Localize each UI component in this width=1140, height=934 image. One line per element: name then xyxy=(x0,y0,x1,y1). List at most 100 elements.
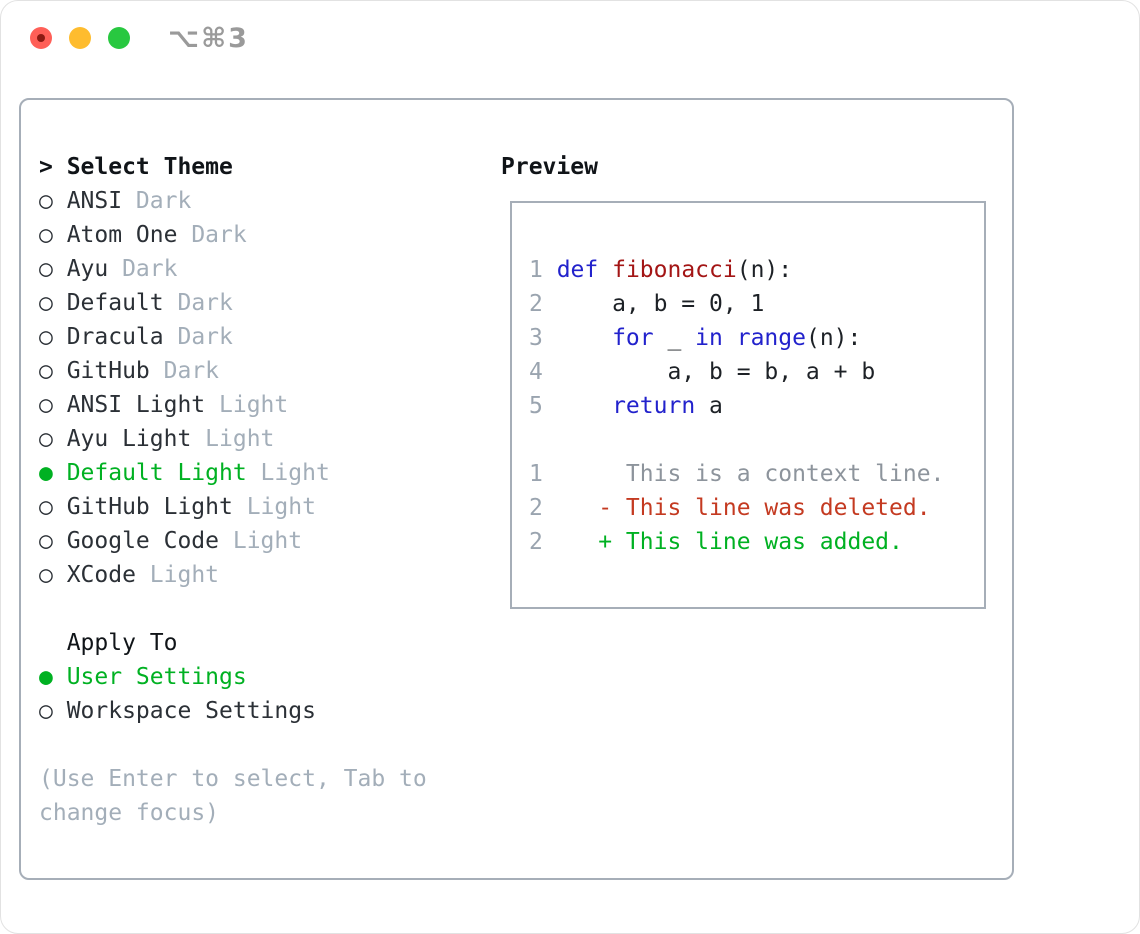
theme-variant-label: Dark xyxy=(149,358,220,384)
theme-variant-label: Dark xyxy=(108,256,178,282)
theme-option-default-light[interactable]: ● Default Light Light xyxy=(39,456,463,490)
radio-icon: ○ xyxy=(39,188,53,214)
traffic-lights xyxy=(30,27,130,49)
radio-icon: ○ xyxy=(39,222,53,248)
spacer xyxy=(39,592,463,626)
preview-title: Preview xyxy=(501,154,598,180)
code-token: in xyxy=(695,325,723,351)
spacer xyxy=(39,728,463,762)
apply-option-label: Workspace Settings xyxy=(66,698,316,724)
line-number: 2 xyxy=(529,291,543,317)
theme-variant-label: Dark xyxy=(122,188,192,214)
theme-variant-label: Light xyxy=(232,494,316,520)
focus-caret-icon: > xyxy=(39,154,53,180)
code-line-5: 5 return a xyxy=(529,389,984,423)
line-number: 1 xyxy=(529,257,543,283)
apply-to-title: Apply To xyxy=(66,630,178,656)
code-token: + This line was added. xyxy=(556,529,903,555)
theme-option-ansi[interactable]: ○ ANSI Dark xyxy=(39,184,463,218)
theme-option-ayu[interactable]: ○ Ayu Dark xyxy=(39,252,463,286)
radio-selected-icon: ● xyxy=(39,664,53,690)
code-token xyxy=(723,325,737,351)
theme-option-label: XCode xyxy=(66,562,136,588)
radio-icon: ○ xyxy=(39,290,53,316)
code-token: (n): xyxy=(805,325,862,351)
code-token: a xyxy=(695,393,723,419)
radio-selected-icon: ● xyxy=(39,460,53,486)
minimize-button[interactable] xyxy=(69,27,91,49)
radio-icon: ○ xyxy=(39,256,53,282)
radio-icon: ○ xyxy=(39,528,53,554)
theme-option-label: Default Light xyxy=(66,460,247,486)
line-number: 4 xyxy=(529,359,543,385)
code-token: fibonacci xyxy=(612,257,737,283)
theme-option-label: GitHub xyxy=(66,358,150,384)
code-token xyxy=(557,393,612,419)
theme-variant-label: Dark xyxy=(177,222,247,248)
theme-variant-label: Dark xyxy=(163,324,233,350)
code-token xyxy=(598,257,612,283)
theme-option-label: ANSI xyxy=(66,188,123,214)
radio-icon: ○ xyxy=(39,392,53,418)
code-token: a, b = 0, 1 xyxy=(556,291,765,317)
code-token: a, b = b, a + b xyxy=(556,359,876,385)
apply-option-user-settings[interactable]: ● User Settings xyxy=(39,660,463,694)
radio-icon: ○ xyxy=(39,324,53,350)
code-token: range xyxy=(736,325,806,351)
theme-option-github-light[interactable]: ○ GitHub Light Light xyxy=(39,490,463,524)
theme-option-github[interactable]: ○ GitHub Dark xyxy=(39,354,463,388)
select-theme-title: Select Theme xyxy=(66,154,233,180)
diff-added-line: 2 + This line was added. xyxy=(529,525,984,559)
theme-option-label: Google Code xyxy=(66,528,220,554)
theme-option-label: Ayu Light xyxy=(66,426,192,452)
code-token: _ xyxy=(653,325,696,351)
theme-variant-label: Light xyxy=(219,528,303,554)
theme-option-label: Default xyxy=(66,290,164,316)
theme-option-label: Atom One xyxy=(66,222,178,248)
blank-line xyxy=(529,423,984,457)
theme-option-label: Dracula xyxy=(66,324,164,350)
apply-to-header: Apply To xyxy=(39,626,463,660)
line-number: 3 xyxy=(529,325,543,351)
code-token: This is a context line. xyxy=(556,461,945,487)
theme-option-google-code[interactable]: ○ Google Code Light xyxy=(39,524,463,558)
theme-option-ayu-light[interactable]: ○Ayu Light Light xyxy=(39,422,463,456)
code-token: - This line was deleted. xyxy=(556,495,931,521)
theme-variant-label: Dark xyxy=(163,290,233,316)
close-button[interactable] xyxy=(30,27,52,49)
window-title: ⌥⌘3 xyxy=(168,23,249,54)
radio-icon: ○ xyxy=(39,562,53,588)
code-line-2: 2 a, b = 0, 1 xyxy=(529,287,984,321)
theme-option-ansi-light[interactable]: ○ANSI Light Light xyxy=(39,388,463,422)
radio-icon: ○ xyxy=(39,358,53,384)
radio-icon: ○ xyxy=(39,494,53,520)
theme-option-default[interactable]: ○ Default Dark xyxy=(39,286,463,320)
apply-option-label: User Settings xyxy=(66,664,247,690)
line-number: 2 xyxy=(529,529,543,555)
diff-context-line: 1 This is a context line. xyxy=(529,457,984,491)
theme-option-xcode[interactable]: ○XCode Light xyxy=(39,558,463,592)
line-number: 2 xyxy=(529,495,543,521)
theme-option-atom-one[interactable]: ○ Atom One Dark xyxy=(39,218,463,252)
keyboard-hint: (Use Enter to select, Tab to change focu… xyxy=(39,766,441,826)
code-token xyxy=(557,325,612,351)
radio-icon: ○ xyxy=(39,698,53,724)
theme-option-label: Ayu xyxy=(66,256,109,282)
code-token: (n): xyxy=(736,257,793,283)
zoom-button[interactable] xyxy=(108,27,130,49)
code-line-3: 3 for _ in range(n): xyxy=(529,321,984,355)
apply-option-workspace-settings[interactable]: ○ Workspace Settings xyxy=(39,694,463,728)
apply-to-options-list: ● User Settings ○ Workspace Settings xyxy=(39,660,463,728)
code-token: return xyxy=(612,393,696,419)
theme-option-dracula[interactable]: ○ Dracula Dark xyxy=(39,320,463,354)
theme-option-label: GitHub Light xyxy=(66,494,233,520)
code-token: for xyxy=(612,325,654,351)
theme-options-list: ○ ANSI Dark ○ Atom One Dark ○ Ayu Dark ○ Defaul… xyxy=(39,184,463,592)
code-line-4: 4 a, b = b, a + b xyxy=(529,355,984,389)
select-theme-header: > Select Theme xyxy=(39,150,463,184)
theme-variant-label: Light xyxy=(246,460,330,486)
